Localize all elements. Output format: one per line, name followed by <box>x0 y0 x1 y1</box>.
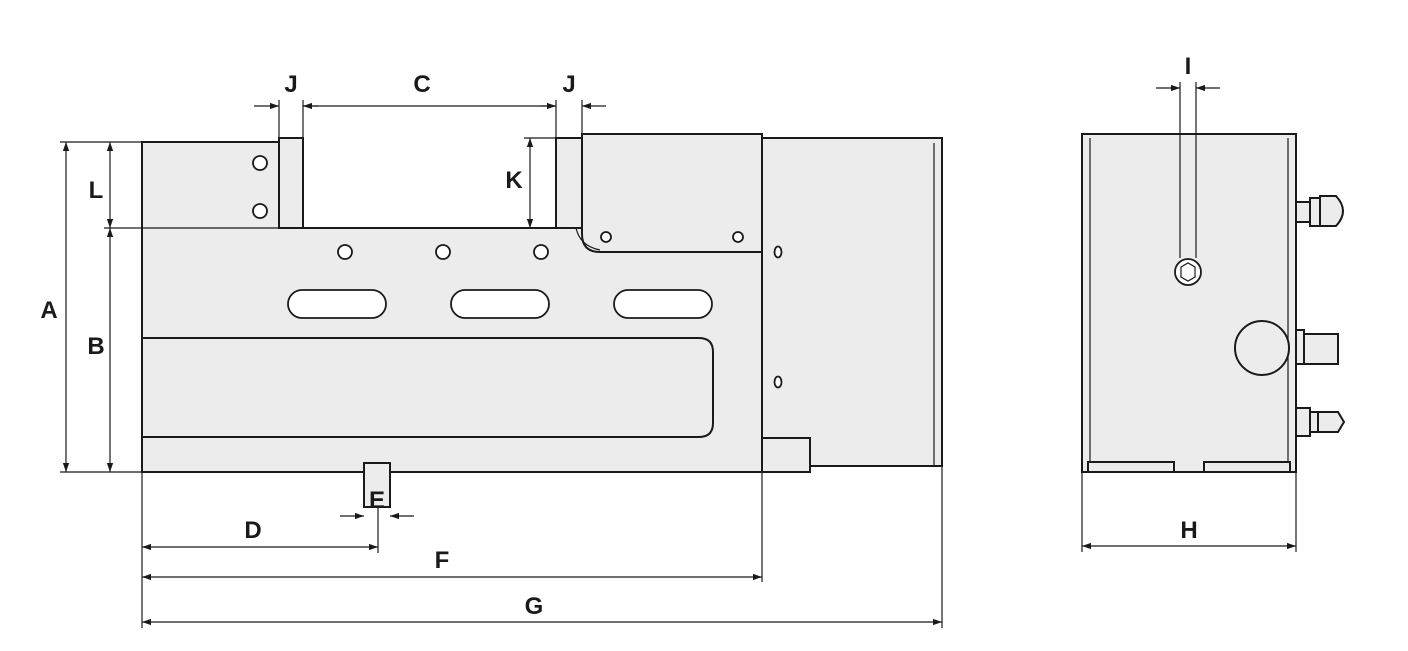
label-d: D <box>244 517 261 544</box>
spindle-hole <box>1174 258 1202 286</box>
hole <box>252 203 268 219</box>
label-e: E <box>369 487 385 514</box>
oblong-slot-2 <box>450 289 550 319</box>
label-f: F <box>435 547 450 574</box>
cover-fillet <box>575 227 601 251</box>
label-b: B <box>87 333 104 360</box>
hex-socket <box>1180 262 1196 282</box>
side-view <box>1081 133 1346 473</box>
hole <box>337 244 353 260</box>
round-knob <box>1234 320 1290 376</box>
dimensions <box>60 82 1297 628</box>
oblong-slot-3 <box>613 289 713 319</box>
hole <box>435 244 451 260</box>
label-i: I <box>1185 53 1192 80</box>
hole <box>600 231 612 243</box>
label-h: H <box>1180 517 1197 544</box>
fixed-jaw <box>278 137 304 229</box>
movable-jaw-cover <box>581 133 763 253</box>
hose-nipple <box>1295 407 1346 437</box>
hole <box>732 231 744 243</box>
lower-slot <box>142 337 714 438</box>
dimension-labels: A B L K J C J E D F G H I <box>40 53 1197 620</box>
side-housing <box>1081 133 1297 473</box>
label-c: C <box>413 71 430 98</box>
label-j-left: J <box>284 71 297 98</box>
base-foot <box>761 437 811 473</box>
label-a: A <box>40 297 57 324</box>
movable-jaw <box>555 137 583 229</box>
oblong-slot-1 <box>287 289 387 319</box>
small-hole <box>773 245 783 259</box>
side-foot-left <box>1087 461 1175 473</box>
label-g: G <box>525 593 544 620</box>
label-j-right: J <box>562 71 575 98</box>
label-k: K <box>505 167 523 194</box>
label-l: L <box>89 177 104 204</box>
valve-fitting <box>1295 195 1344 227</box>
side-foot-right <box>1203 461 1291 473</box>
hole <box>252 155 268 171</box>
key-slot <box>363 462 391 508</box>
front-view <box>141 133 943 508</box>
hole <box>533 244 549 260</box>
rear-housing <box>761 137 943 467</box>
pipe-fitting <box>1295 329 1339 365</box>
small-hole <box>773 375 783 389</box>
